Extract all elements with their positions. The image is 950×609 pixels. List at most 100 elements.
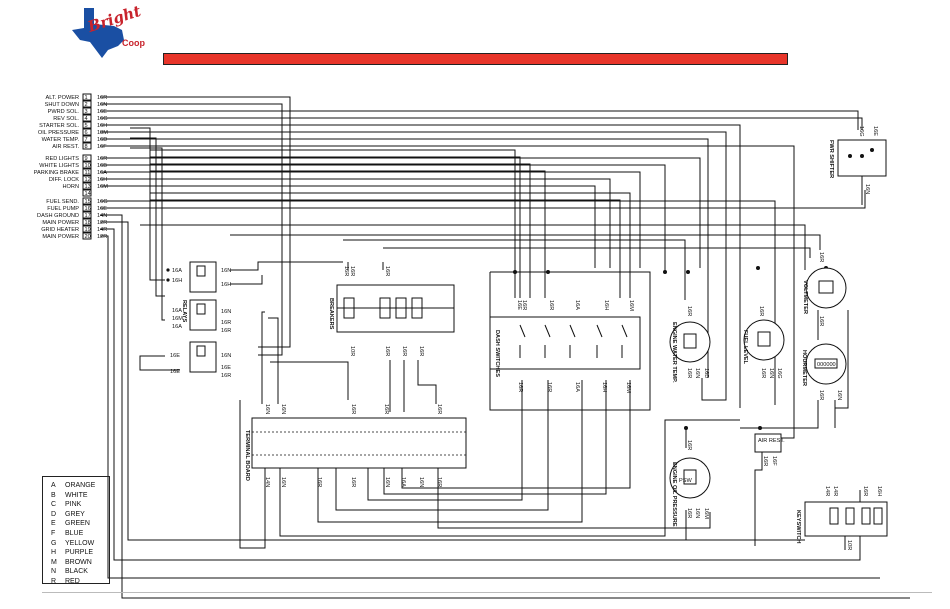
- texas-shape: [72, 8, 124, 58]
- engine-oil-pressure-gauge: PSW: [669, 457, 711, 499]
- wire-tag: 16R: [221, 328, 231, 334]
- wire-tag: 16N: [221, 309, 231, 315]
- wire-tag: 16R: [760, 368, 766, 378]
- wire-tag: 16N: [264, 404, 270, 414]
- hourmeter-gauge: 000000: [805, 343, 847, 385]
- pin-number: 1: [85, 95, 88, 101]
- pin-number: 3: [85, 109, 88, 115]
- harness-wires: [100, 96, 910, 599]
- fuel-level-gauge: [743, 319, 785, 361]
- pin-label: RED LIGHTS: [45, 156, 79, 162]
- pin-wire-code: 12R: [97, 234, 107, 240]
- pin-wire-code: 14N: [97, 213, 107, 219]
- pin-label: FUEL SEND.: [46, 199, 79, 205]
- wire-tag: 16M: [703, 508, 709, 519]
- legend-color-name: BROWN: [65, 558, 92, 566]
- pin-wire-code: 16N: [97, 102, 107, 108]
- pin-box: [82, 211, 92, 219]
- wire-tag: 16D: [703, 368, 709, 378]
- breakers-label: BREAKERS: [328, 298, 334, 330]
- pin-box: [82, 107, 92, 115]
- wire-tag: 16H: [876, 486, 882, 496]
- legend-key: G: [51, 539, 57, 547]
- wire-tag: 16R: [350, 477, 356, 487]
- wire-tag: 16R: [546, 382, 552, 392]
- breakers-block: [336, 284, 455, 333]
- legend-key: N: [51, 568, 57, 576]
- wire-tag: 16N: [418, 477, 424, 487]
- wire-tag: 16R: [686, 508, 692, 518]
- wire-tag: 16R: [818, 316, 824, 326]
- wire-tag: 16A: [574, 382, 580, 392]
- legend-key: H: [51, 549, 57, 557]
- pin-number: 11: [85, 170, 91, 176]
- pin-wire-code: 14R: [97, 227, 107, 233]
- engine-water-temp-gauge: [669, 321, 711, 363]
- wire-tag: 16N: [280, 404, 286, 414]
- keyswitch: [804, 501, 888, 537]
- pin-number: 6: [85, 130, 88, 136]
- pin-box: [82, 100, 92, 108]
- pin-number: 4: [85, 116, 88, 122]
- wire-tag: 16H: [172, 278, 182, 284]
- wire-tag: 16R: [221, 373, 231, 379]
- pin-label: PARKING BRAKE: [34, 170, 80, 176]
- pin-wire-code: 16M: [97, 184, 108, 190]
- pin-wire-code: 16F: [97, 144, 107, 150]
- pin-label: STARTER SOL.: [39, 123, 79, 129]
- wire-tag: 16R: [818, 252, 824, 262]
- pin-number: 18: [85, 220, 91, 226]
- pin-wire-code: 18M: [97, 130, 108, 136]
- pin-wire-code: 16A: [97, 170, 107, 176]
- pin-label: OIL PRESSURE: [38, 130, 79, 136]
- pin-label: WATER TEMP.: [42, 137, 80, 143]
- wire-tag: 16A: [172, 308, 182, 314]
- legend-color-name: RED: [65, 577, 80, 585]
- legend-color-name: GREEN: [65, 520, 90, 528]
- pin-box: [82, 204, 92, 212]
- pin-box: [82, 128, 92, 136]
- wire-tag: 16E: [872, 126, 878, 136]
- relay-3: [189, 341, 217, 373]
- legend-color-name: PINK: [65, 501, 82, 509]
- wire-tag: 16R: [517, 382, 523, 392]
- pin-label: ALT. POWER: [46, 95, 79, 101]
- wire-tag: 16F: [771, 456, 777, 466]
- wire-tag: 16R: [401, 346, 407, 356]
- pin-box: [82, 197, 92, 205]
- wire-tag: 16N: [384, 477, 390, 487]
- wire-tag: 16R: [686, 306, 692, 316]
- dash-switches-label: DASH SWITCHES: [494, 330, 500, 377]
- pin-box: [82, 225, 92, 233]
- wire-tag: 16R: [862, 486, 868, 496]
- wire-tag: 14N: [264, 477, 270, 487]
- pin-number: 16: [85, 206, 91, 212]
- wire-tag: 16N: [280, 477, 286, 487]
- air-rest-label: AIR REST.: [758, 438, 785, 444]
- wire-tags: 16A16H16N16H16A16M16A16N16R16R16E16E16N1…: [170, 126, 882, 550]
- pin-box: [82, 168, 92, 176]
- pin-label: FUEL PUMP: [47, 206, 79, 212]
- wire-tag: 16R: [418, 346, 424, 356]
- pin-wire-code: 16G: [97, 116, 108, 122]
- wire-tag: 14R: [832, 486, 838, 496]
- wire-tag: 16H: [601, 382, 607, 392]
- wire-tag: 16M: [628, 300, 634, 311]
- wire-tag: 16R: [762, 456, 768, 466]
- pin-label: REV SOL.: [53, 116, 79, 122]
- pin-box: [82, 154, 92, 162]
- wire-tag: 16N: [864, 184, 870, 194]
- wire-tag: 16R: [384, 346, 390, 356]
- pin-label: GRID HEATER: [41, 227, 79, 233]
- legend-key: R: [51, 577, 57, 585]
- wire-tag: 16R: [436, 477, 442, 487]
- pin-wire-code: 16D: [97, 137, 107, 143]
- pin-number: 17: [85, 213, 91, 219]
- wire-tag: 16A: [172, 268, 182, 274]
